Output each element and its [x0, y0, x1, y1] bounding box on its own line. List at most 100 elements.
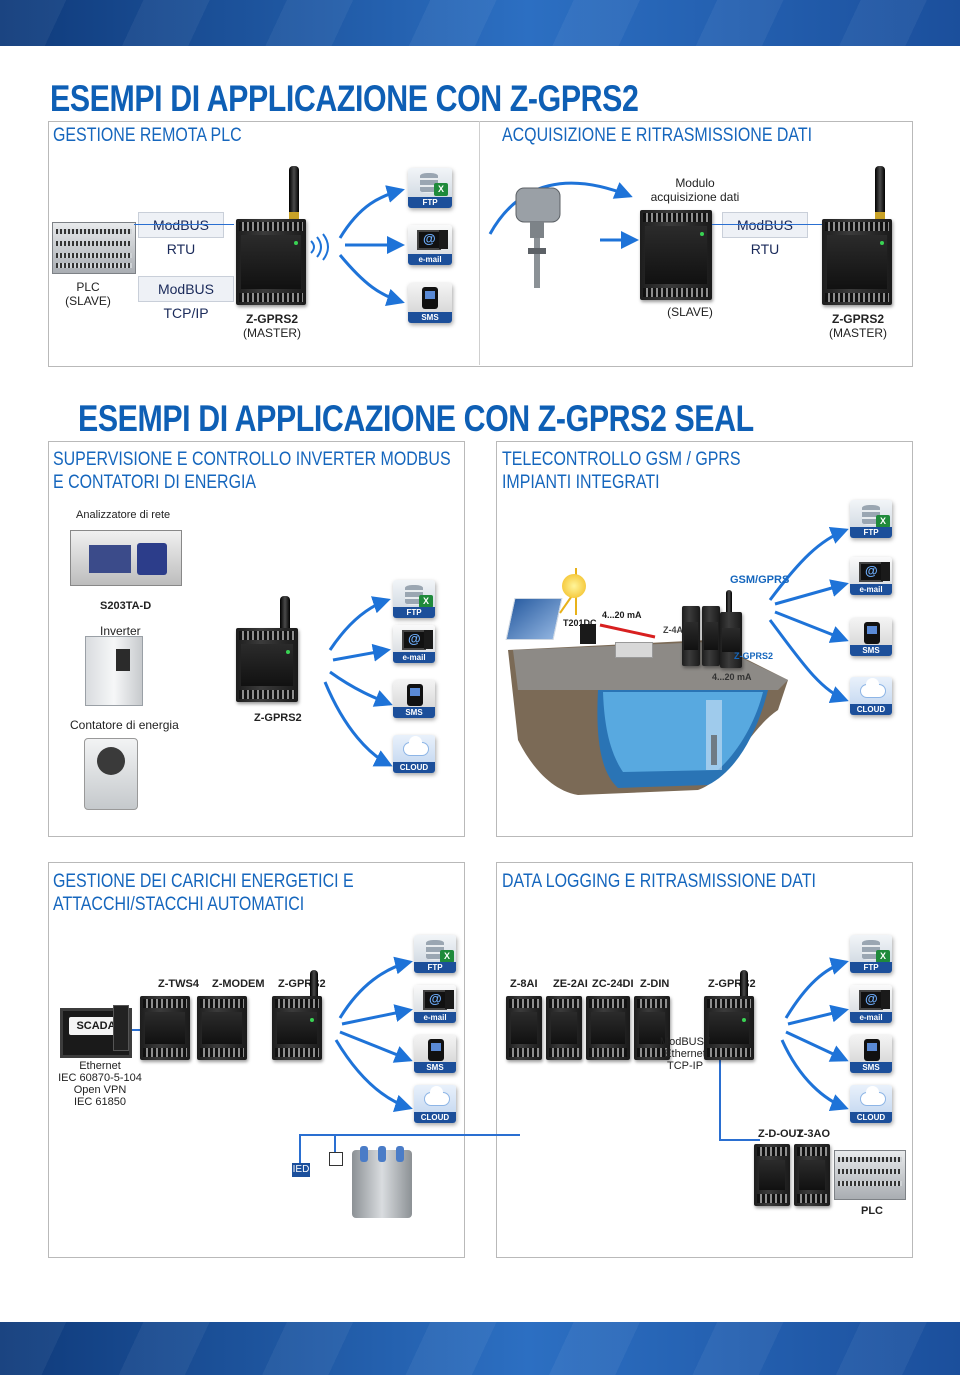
heading-inverter-1: SUPERVISIONE E CONTROLLO INVERTER MODBUS: [53, 449, 451, 470]
email-tile-6: e-mail: [850, 985, 892, 1023]
heading-acquisition: ACQUISIZIONE E RITRASMISSIONE DATI: [502, 125, 813, 146]
arrow-b6-cloud: [780, 1039, 849, 1112]
zgprs2-module-2: [822, 219, 892, 305]
z3ao-module: [794, 1144, 830, 1206]
acquisition-module: [640, 210, 712, 300]
arrow-to-ftp-3: [328, 596, 391, 651]
arrow-to-sms: [338, 254, 405, 307]
modbus-rtu-pill-1: ModBUS RTU: [138, 212, 224, 257]
ztws4-module: [140, 996, 190, 1060]
junction-box: [615, 642, 653, 658]
slave-label: (SLAVE): [667, 305, 713, 319]
antenna-2: [875, 166, 885, 216]
zgprs2-label-1: Z-GPRS2: [245, 312, 298, 326]
cloud-tile-4: CLOUD: [850, 677, 892, 715]
arrow-b6-mail: [787, 1004, 849, 1026]
antenna-base-1: [289, 212, 299, 224]
heading-loads-2: ATTACCHI/STACCHI AUTOMATICI: [53, 894, 305, 915]
t201-device: [580, 624, 596, 644]
sun: [562, 574, 586, 598]
arrow-b5-cloud: [334, 1039, 413, 1112]
arrow-to-sms-3: [329, 670, 393, 707]
antenna-4: [726, 590, 732, 618]
network-analyzer: [70, 530, 182, 586]
ied-box: IED: [292, 1163, 310, 1177]
arrow-gsm-ftp: [768, 526, 849, 601]
antenna-6: [740, 970, 748, 1002]
cloud-tile-5: CLOUD: [414, 1085, 456, 1123]
sms-tile-1: SMS: [408, 283, 452, 323]
arrow-to-ftp: [338, 185, 405, 239]
arrow-b6-sms: [785, 1030, 849, 1062]
heading-remote-plc: GESTIONE REMOTA PLC: [53, 125, 242, 146]
zmodem-label: Z-MODEM: [212, 978, 265, 990]
z4ai-module-2: [702, 606, 720, 666]
box-row1: [48, 121, 913, 367]
plc-device: [52, 222, 136, 274]
arrow-gsm-sms: [774, 610, 849, 643]
ftp-icon: FTP: [408, 197, 452, 208]
z4ai-label: Z-4AI: [663, 625, 686, 635]
zgprs2-module-4: [720, 612, 742, 668]
sms-tile-5: SMS: [414, 1035, 456, 1073]
t201-label: T201DC: [563, 618, 597, 628]
box6-arrows: [780, 957, 849, 1112]
zgprs2-module-3: [236, 628, 298, 702]
zdin-label: Z-DIN: [640, 978, 670, 990]
wireless-icon-1: [307, 232, 337, 262]
meter-label: Contatore di energia: [70, 718, 179, 732]
arrow-to-module: [488, 181, 633, 235]
zgprs2-label-5: Z-GPRS2: [278, 978, 326, 990]
zdin-module: [634, 996, 670, 1060]
modbus-tcp-pill: ModBUS TCP/IP: [138, 276, 234, 321]
modbus-rtu-pill-2: ModBUS RTU: [722, 212, 808, 257]
box5-arrows: [334, 956, 413, 1112]
ma2-label: 4...20 mA: [712, 672, 752, 682]
email-tile-3: e-mail: [393, 625, 435, 663]
temperature-probe: [508, 178, 578, 290]
seal-title: ESEMPI DI APPLICAZIONE CON Z-GPRS2 SEAL: [78, 398, 754, 439]
analyzer-label: Analizzatore di rete: [76, 509, 171, 521]
ma1-label: 4...20 mA: [602, 610, 642, 620]
footer-band-pattern: [0, 1322, 960, 1375]
inverter-device: [85, 636, 143, 706]
antenna-1: [289, 166, 299, 216]
z8ai-module: [506, 996, 542, 1060]
email-tile-4: e-mail: [850, 557, 892, 595]
main-title: ESEMPI DI APPLICAZIONE CON Z-GPRS2: [50, 78, 639, 119]
zgprs2-module-5: [272, 996, 322, 1060]
box3-arrows: [323, 596, 393, 767]
inverter-label: Inverter: [100, 624, 141, 638]
footer-band: [0, 1322, 960, 1375]
zgprs2-label-3: Z-GPRS2: [254, 712, 302, 724]
rtu-wire-2: [712, 224, 824, 225]
ztws4-label: Z-TWS4: [158, 978, 199, 990]
antenna-base-2: [875, 212, 885, 224]
cloud-tile-6: CLOUD: [850, 1085, 892, 1123]
ied-wire: [299, 1134, 520, 1170]
email-icon: e-mail: [408, 254, 452, 265]
box1-arrows: [338, 181, 639, 307]
heading-telecontrol-1: TELECONTROLLO GSM / GPRS: [502, 449, 741, 470]
ze2ai-label: ZE-2AI: [553, 978, 588, 990]
cloud-tile-3: CLOUD: [393, 735, 435, 773]
row1-divider: [479, 121, 480, 365]
scada-tower: [113, 1005, 129, 1051]
sms-icon: SMS: [408, 312, 452, 323]
heading-loads-1: GESTIONE DEI CARICHI ENERGETICI E: [53, 871, 354, 892]
b6-out-wire: [719, 1060, 760, 1141]
zgprs2-module-6: [704, 996, 754, 1060]
zgprs2-label-4: Z-GPRS2: [734, 651, 774, 661]
sms-tile-6: SMS: [850, 1035, 892, 1073]
arrow-to-cloud-3: [323, 681, 393, 767]
zgprs2-role-2: (MASTER): [829, 326, 887, 340]
zgprs2-label-2: Z-GPRS2: [831, 312, 884, 326]
email-tile-1: e-mail: [408, 225, 452, 265]
arrow-to-email-3: [332, 643, 391, 662]
antenna-5: [310, 970, 318, 1002]
scada-label: SCADA: [69, 1017, 123, 1035]
s203-label: S203TA-D: [100, 600, 152, 612]
